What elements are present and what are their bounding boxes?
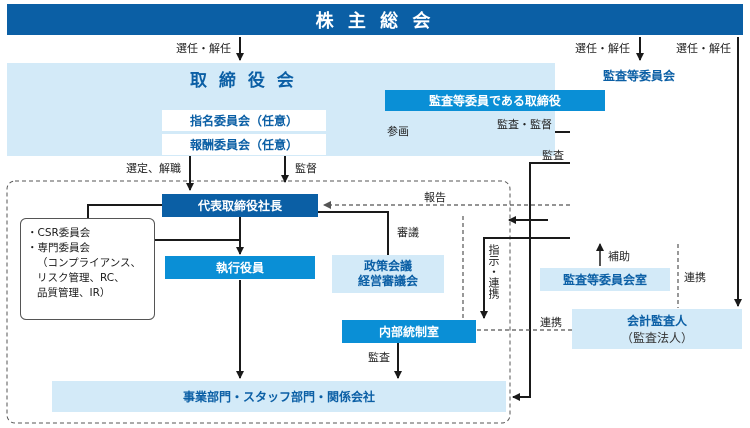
- csr-committees: ・CSR委員会 ・専門委員会 （コンプライアンス、 リスク管理、RC、 品質管理…: [20, 218, 155, 320]
- label-participate: 参画: [387, 125, 409, 138]
- board-title: 取 締 役 会: [190, 71, 297, 91]
- arrow-instruct: [480, 237, 570, 319]
- audit-committee-title: 監査等委員会: [603, 69, 676, 83]
- policy-meetings: 政策会議 経営審議会: [332, 255, 444, 293]
- label-link-right: 連携: [684, 271, 706, 284]
- representative-director-label: 代表取締役社長: [197, 199, 282, 213]
- label-report: 報告: [424, 191, 446, 204]
- internal-control-label: 内部統制室: [378, 325, 439, 339]
- accounting-auditor-name: 会計監査人: [626, 314, 687, 328]
- label-audit: 監査: [542, 149, 564, 162]
- csr-line-3: （コンプライアンス、: [37, 257, 142, 269]
- shareholders-meeting-label: 株 主 総 会: [315, 10, 435, 32]
- accounting-auditor: 会計監査人 （監査法人）: [572, 309, 742, 349]
- policy-meeting-label: 政策会議: [363, 259, 412, 273]
- label-elect-mid: 選任・解任: [575, 42, 630, 55]
- internal-control-office: 内部統制室: [342, 320, 476, 343]
- csr-line-4: リスク管理、RC、: [37, 272, 125, 284]
- executive-officers-label: 執行役員: [215, 261, 264, 275]
- label-select-dismiss: 選定、解職: [126, 162, 181, 175]
- line-president-csr: [87, 204, 162, 218]
- label-audit-supervise: 監査・監督: [497, 118, 552, 131]
- label-support: 補助: [608, 250, 630, 263]
- label-elect-right: 選任・解任: [676, 42, 731, 55]
- management-council-label: 経営審議会: [357, 274, 418, 288]
- csr-line-5: 品質管理、IR）: [37, 287, 111, 299]
- label-elect-left: 選任・解任: [176, 42, 231, 55]
- csr-line-2: ・専門委員会: [27, 242, 90, 254]
- remuneration-committee: 報酬委員会（任意）: [162, 134, 326, 155]
- label-link-bottom: 連携: [540, 316, 562, 329]
- business-units: 事業部門・スタッフ部門・関係会社: [52, 381, 506, 412]
- audit-director: 監査等委員である取締役: [385, 90, 605, 111]
- arrow-audit-business: [512, 162, 570, 401]
- label-audit-internal: 監査: [368, 351, 390, 364]
- execution-frame: [6, 180, 511, 424]
- representative-director: 代表取締役社長: [162, 194, 318, 217]
- accounting-auditor-sub: （監査法人）: [620, 331, 693, 345]
- nomination-committee-label: 指名委員会（任意）: [189, 114, 298, 128]
- audit-committee-office-label: 監査等委員会室: [562, 273, 647, 287]
- business-units-label: 事業部門・スタッフ部門・関係会社: [182, 390, 375, 404]
- nomination-committee: 指名委員会（任意）: [162, 110, 326, 131]
- audit-committee-office: 監査等委員会室: [540, 268, 670, 291]
- line-deliberate: [318, 211, 389, 255]
- executive-officers: 執行役員: [165, 256, 315, 279]
- shareholders-meeting: 株 主 総 会: [7, 4, 743, 35]
- csr-line-1: ・CSR委員会: [27, 227, 91, 239]
- label-instruct-link: 指示・連携: [487, 244, 500, 299]
- label-deliberate: 審議: [397, 226, 419, 239]
- remuneration-committee-label: 報酬委員会（任意）: [189, 138, 298, 152]
- label-supervise: 監督: [295, 162, 317, 175]
- audit-director-label: 監査等委員である取締役: [429, 94, 561, 108]
